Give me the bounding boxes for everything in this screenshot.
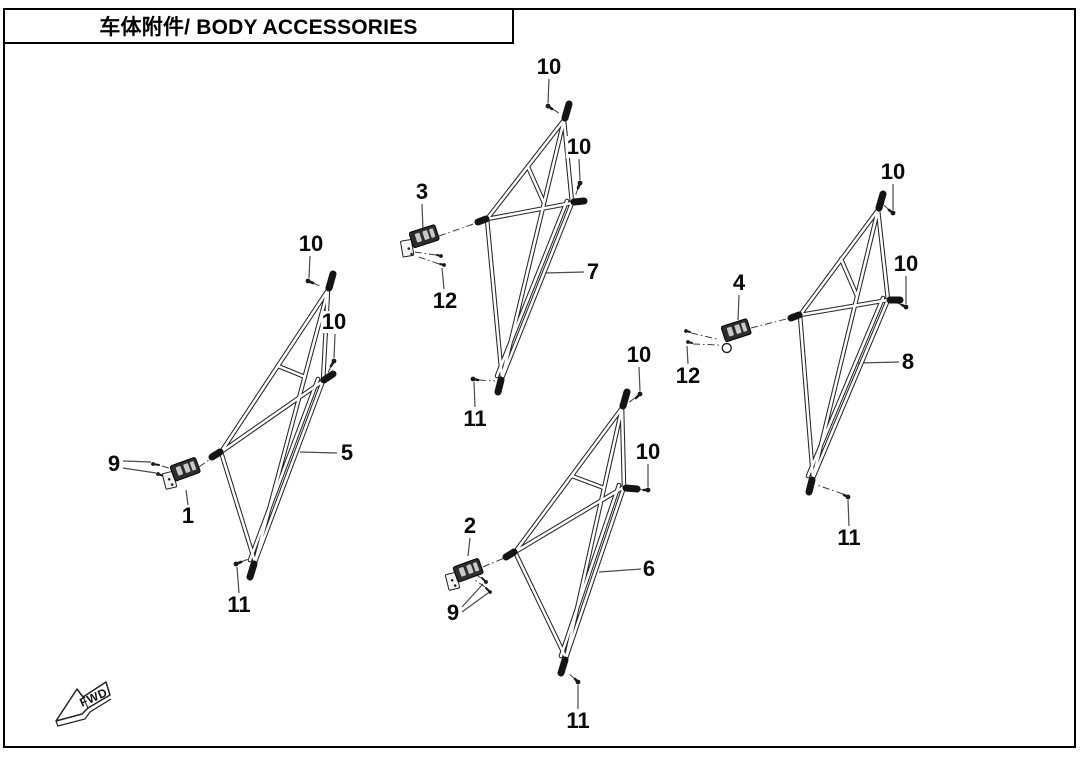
- latch-3: [400, 224, 440, 258]
- frame-7-door-panel: [474, 100, 588, 396]
- latch-2: [444, 558, 484, 591]
- screw-fasteners: [151, 254, 693, 594]
- latch-4: [720, 318, 752, 354]
- drawing-border: [3, 8, 1076, 748]
- frame-6-door-panel: [502, 388, 641, 677]
- fwd-arrow: FWD: [55, 681, 112, 727]
- title-block: 车体附件/ BODY ACCESSORIES: [3, 8, 514, 44]
- page-title: 车体附件/ BODY ACCESSORIES: [99, 16, 418, 39]
- frame-5-door-panel: [208, 270, 337, 581]
- latch-1: [161, 457, 201, 490]
- leader-lines: [122, 78, 907, 709]
- assembly-axis-lines: [161, 108, 903, 680]
- frame-8-door-panel: [787, 190, 904, 496]
- fwd-label: FWD: [78, 685, 110, 710]
- bolt-fasteners: [233, 103, 909, 685]
